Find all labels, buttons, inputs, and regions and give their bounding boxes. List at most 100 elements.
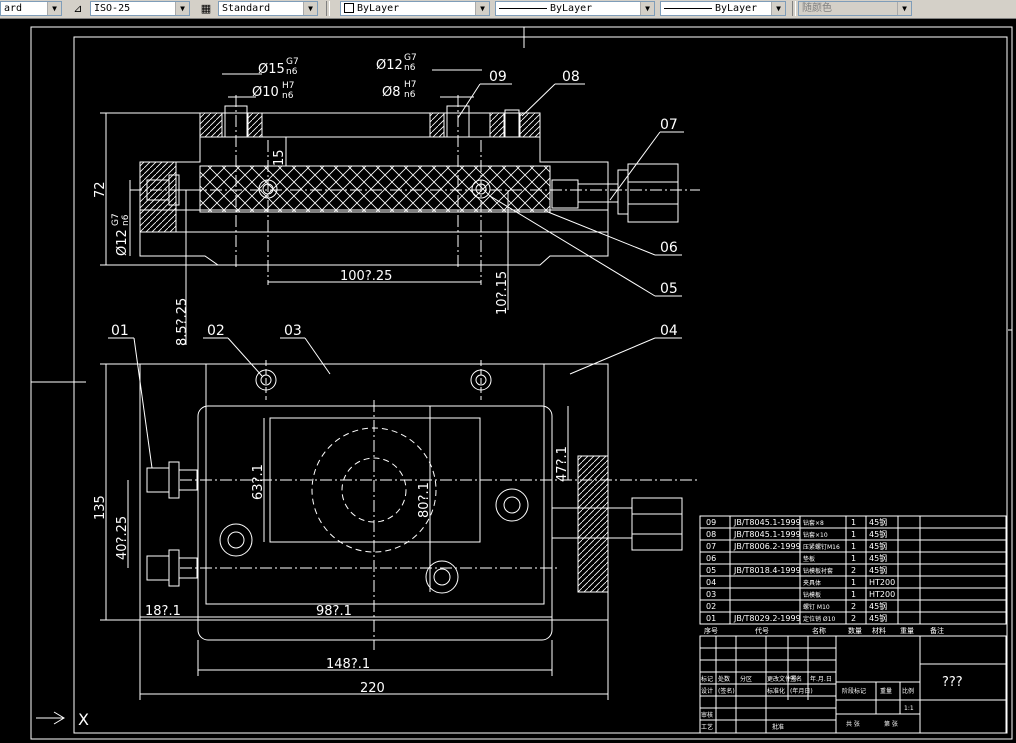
dim-72: 72 — [93, 181, 108, 198]
tb-change-no: 更改文件号 — [767, 675, 797, 683]
dim-d15: Ø15 — [258, 62, 285, 77]
lineweight-value: ByLayer — [715, 3, 758, 14]
dim-18: 18?.1 — [145, 604, 181, 619]
bom-cell-name: 螺钉 M10 — [803, 603, 830, 611]
dim-220: 220 — [360, 681, 385, 696]
plot-style-dropdown: 随颜色 ▼ — [798, 1, 912, 16]
bom-table — [699, 515, 1007, 625]
lineweight-dropdown[interactable]: ByLayer ▼ — [660, 1, 786, 16]
chevron-down-icon[interactable]: ▼ — [175, 2, 189, 15]
tb-mark: 标记 — [701, 675, 713, 683]
toolbar-separator — [792, 1, 796, 16]
dim-d10-tol-top: H7 — [282, 81, 295, 91]
bom-cell-mat: 45钢 — [869, 541, 887, 551]
table-style-dropdown[interactable]: Standard▼ — [218, 1, 318, 16]
bom-cell-no: 02 — [706, 602, 716, 611]
table-style-icon[interactable]: ▦ — [200, 2, 212, 15]
tb-weight: 重量 — [880, 687, 892, 695]
top-view-dims: 135 40?.25 63?.1 80?.1 47?.1 18?.1 98?.1… — [93, 446, 570, 696]
bom-cell-mat: 45钢 — [869, 517, 887, 527]
workpiece-section — [199, 165, 551, 213]
bom-cell-name: 钻套×10 — [803, 531, 828, 539]
bom-header-note: 备注 — [930, 626, 944, 635]
screw-shank — [577, 183, 619, 203]
bom-cell-no: 03 — [706, 590, 716, 599]
tb-check: 审核 — [701, 711, 713, 719]
bushing-08 — [504, 109, 520, 138]
balloon-05: 05 — [660, 281, 678, 297]
clamp-screw-head — [631, 497, 683, 551]
bom-cell-mat: 45钢 — [869, 613, 887, 623]
dim-d8-tol-bot: n6 — [404, 90, 416, 100]
tb-count: 处数 — [718, 675, 730, 683]
screw-body — [551, 179, 579, 209]
bom-cell-no: 05 — [706, 566, 716, 575]
screw-head — [627, 163, 679, 223]
dim-15: 15 — [272, 149, 287, 166]
bom-cell-mat: 45钢 — [869, 529, 887, 539]
bom-cell-qty: 1 — [851, 530, 856, 539]
plate-hatch-2 — [247, 112, 263, 138]
clamp-block — [577, 455, 609, 593]
bom-cell-name: 钻模板衬套 — [803, 567, 833, 575]
dim-63: 63?.1 — [251, 464, 266, 500]
pin-hole-left-inner — [227, 531, 245, 549]
chevron-down-icon[interactable]: ▼ — [303, 2, 317, 15]
dim-80: 80?.1 — [417, 482, 432, 518]
tb-scale-lbl: 比例 — [902, 687, 914, 695]
tb-sig-blank: (签名) — [718, 687, 735, 695]
bom-cell-qty: 1 — [851, 578, 856, 587]
chevron-down-icon: ▼ — [897, 2, 911, 15]
bom-cell-no: 06 — [706, 554, 716, 563]
side-pin-1-head — [168, 461, 180, 499]
bom-cell-no: 07 — [706, 542, 716, 551]
dim-d12-tol-bot: n6 — [404, 63, 416, 73]
plate-hatch-4 — [489, 112, 505, 138]
chevron-down-icon[interactable]: ▼ — [771, 2, 785, 15]
bom-cell-mat: HT200 — [869, 590, 895, 599]
front-view-dims: Ø15 G7 n6 Ø10 H7 n6 Ø12 G7 n6 Ø8 H7 n6 7… — [93, 53, 510, 346]
bom-cell-code: JB/T8029.2-1999 — [733, 614, 801, 623]
screw-collar — [617, 169, 629, 215]
color-dropdown[interactable]: ByLayer ▼ — [340, 1, 490, 16]
leader-07 — [609, 131, 661, 201]
body-outline — [139, 136, 609, 266]
balloon-06: 06 — [660, 240, 678, 256]
layer-value: ByLayer — [357, 3, 400, 14]
dim-98: 98?.1 — [316, 604, 352, 619]
bom-cell-qty: 1 — [851, 554, 856, 563]
pin-hole-left — [219, 523, 253, 557]
tb-process: 工艺 — [701, 723, 713, 731]
text-style-dropdown[interactable]: ard▼ — [0, 1, 62, 16]
drawing-title: ??? — [942, 675, 963, 690]
drawing-canvas[interactable]: Ø15 G7 n6 Ø10 H7 n6 Ø12 G7 n6 Ø8 H7 n6 7… — [0, 18, 1016, 743]
bom-header-mat: 材料 — [872, 626, 886, 635]
dim-d10-tol-bot: n6 — [282, 91, 294, 101]
chevron-down-icon[interactable]: ▼ — [640, 2, 654, 15]
bom-cell-code: JB/T8045.1-1999 — [733, 530, 801, 539]
plate-hatch-left — [199, 112, 223, 138]
dim-d8: Ø8 — [382, 85, 401, 100]
tb-scale: 1:1 — [904, 705, 914, 712]
dim-d12-tol-top: G7 — [404, 53, 417, 63]
dimension-style-icon[interactable]: ⊿ — [73, 2, 83, 15]
dim-8-5: 8.5?.25 — [175, 298, 190, 346]
plate-hatch-3 — [429, 112, 445, 138]
chevron-down-icon[interactable]: ▼ — [475, 2, 489, 15]
leader-lines — [108, 83, 684, 469]
chevron-down-icon[interactable]: ▼ — [47, 2, 61, 15]
bom-cell-name: 钻套×8 — [803, 519, 824, 527]
bom-cell-qty: 2 — [851, 614, 856, 623]
linetype-dropdown[interactable]: ByLayer▼ — [495, 1, 655, 16]
bom-cell-no: 01 — [706, 614, 716, 623]
ucs-arrow — [53, 711, 65, 725]
plate-outline — [205, 363, 545, 605]
side-pin-2 — [146, 555, 170, 581]
bom-cell-no: 04 — [706, 578, 716, 587]
dim-style-dropdown[interactable]: ISO-25▼ — [90, 1, 190, 16]
tb-stage: 阶段标记 — [842, 687, 866, 695]
plot-style-value: 随颜色 — [802, 3, 832, 14]
balloon-07: 07 — [660, 117, 678, 133]
sheet-inner-border — [73, 36, 1008, 734]
bom-cell-qty: 2 — [851, 566, 856, 575]
